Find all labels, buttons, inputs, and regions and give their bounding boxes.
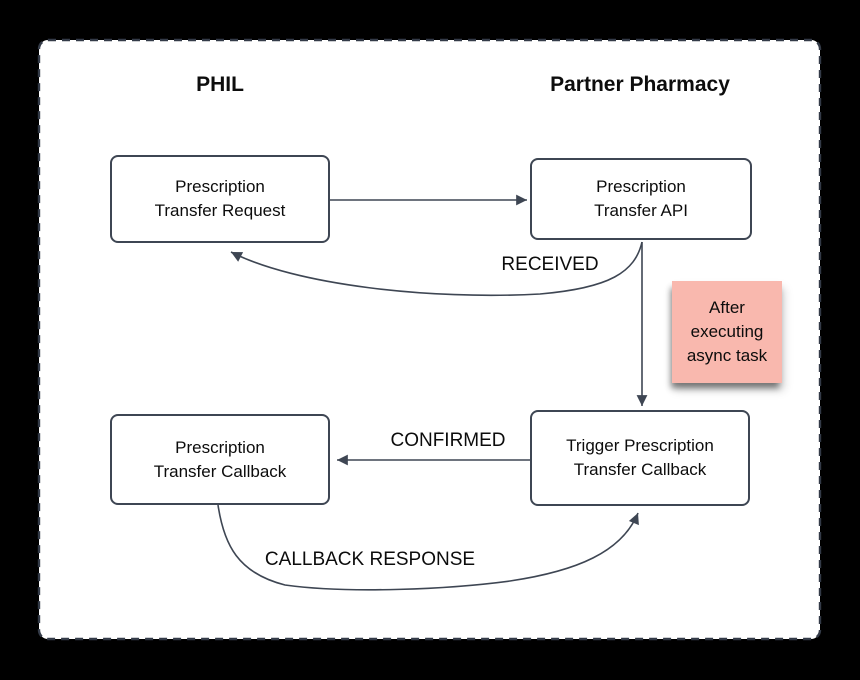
sticky-note-line: executing — [690, 322, 764, 341]
node-prescription-transfer-callback: Prescription Transfer Callback — [110, 414, 330, 505]
node-label-line: Prescription — [596, 177, 686, 196]
node-label-line: Transfer Request — [154, 201, 286, 220]
lane-header-phil: PHIL — [196, 73, 244, 96]
node-prescription-transfer-api: Prescription Transfer API — [530, 158, 752, 240]
edge-label-received: RECEIVED — [501, 254, 599, 275]
node-label-line: Transfer Callback — [573, 460, 707, 479]
lane-header-partner-pharmacy: Partner Pharmacy — [550, 73, 730, 96]
callback-response-arrow — [217, 504, 639, 591]
node-trigger-prescription-transfer-callback: Trigger Prescription Transfer Callback — [530, 410, 750, 506]
edge-label-confirmed: CONFIRMED — [390, 430, 506, 451]
node-label-line: Trigger Prescription — [566, 436, 714, 455]
sticky-note-after-executing-async-task: After executing async task — [672, 281, 782, 383]
node-label-line: Prescription — [175, 177, 265, 196]
edge-label-callback-response: CALLBACK RESPONSE — [264, 549, 476, 570]
node-label-line: Transfer Callback — [153, 461, 287, 481]
received-return-arrow — [230, 241, 643, 297]
sticky-note-line: async task — [686, 346, 768, 365]
node-label-line: Transfer API — [594, 201, 688, 220]
node-label-line: Prescription — [175, 437, 265, 457]
sticky-note-line: After — [709, 298, 745, 317]
node-prescription-transfer-request: Prescription Transfer Request — [110, 155, 330, 243]
